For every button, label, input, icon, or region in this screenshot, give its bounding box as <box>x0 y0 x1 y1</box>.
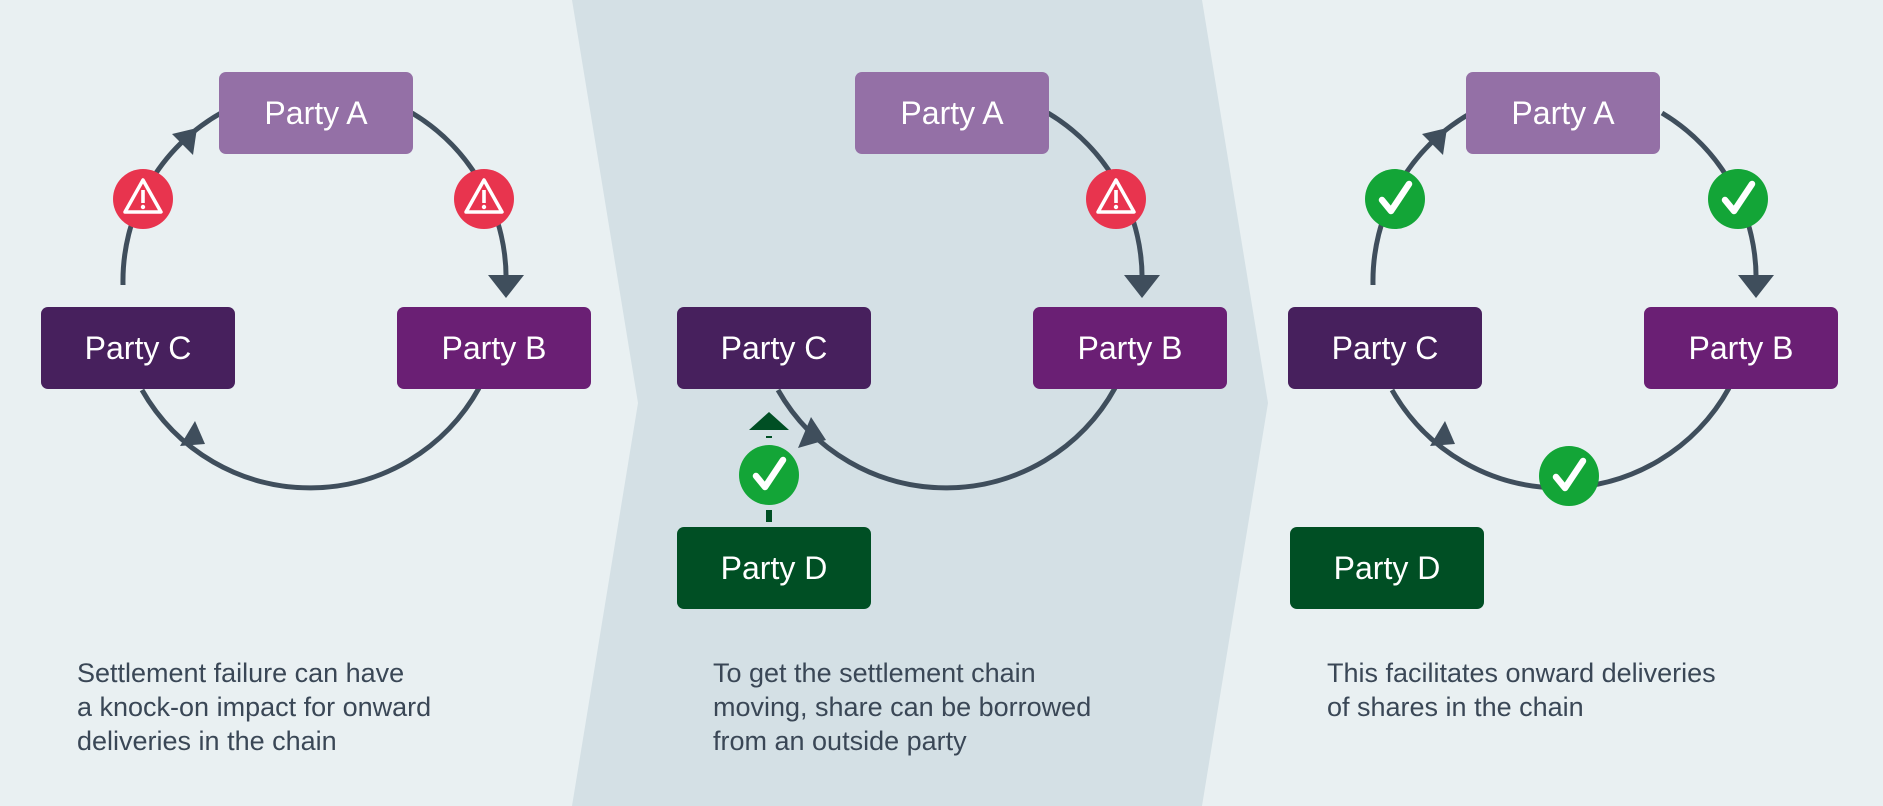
caption: Settlement failure can have a knock-on i… <box>77 656 547 758</box>
warning-badge-c-to-a <box>113 169 173 229</box>
caption: This facilitates onward deliveries of sh… <box>1327 656 1797 724</box>
caption-line: This facilitates onward deliveries <box>1327 658 1716 688</box>
caption-line: Settlement failure can have <box>77 658 405 688</box>
party-a-box: Party A <box>1466 72 1660 154</box>
arrow-b-to-c <box>775 386 1118 491</box>
arrowhead-a-to-b <box>1124 275 1160 298</box>
caption: To get the settlement chain moving, shar… <box>713 656 1183 758</box>
arrow-b-to-c <box>139 386 482 491</box>
arrowhead-c-to-a <box>172 128 197 155</box>
party-d-box: Party D <box>1290 527 1484 609</box>
party-c-box: Party C <box>41 307 235 389</box>
warning-badge-a-to-b <box>1086 169 1146 229</box>
caption-line: deliveries in the chain <box>77 726 337 756</box>
caption-line: a knock-on impact for onward <box>77 692 432 722</box>
caption-line: of shares in the chain <box>1327 692 1584 722</box>
party-c-box: Party C <box>1288 307 1482 389</box>
party-a-box: Party A <box>219 72 413 154</box>
check-badge-a-to-b <box>1708 169 1768 229</box>
panel-2-graphics <box>739 110 1160 522</box>
party-a-box: Party A <box>855 72 1049 154</box>
panel-onward-deliveries: Party A Party B Party C Party D This fac… <box>1250 0 1878 806</box>
check-badge-d-to-c <box>739 445 799 505</box>
check-badge-c-to-a <box>1365 169 1425 229</box>
caption-line: moving, share can be borrowed <box>713 692 1092 722</box>
check-badge-b-to-c <box>1539 446 1599 506</box>
panel-1-graphics <box>113 110 524 491</box>
warning-badge-a-to-b <box>454 169 514 229</box>
arrowhead-b-to-c <box>180 421 205 446</box>
caption-line: from an outside party <box>713 726 967 756</box>
party-b-box: Party B <box>397 307 591 389</box>
chain-circle-arrows <box>775 110 1145 491</box>
arrowhead-a-to-b <box>488 275 524 298</box>
party-c-box: Party C <box>677 307 871 389</box>
panel-settlement-failure: Party A Party B Party C Settlement failu… <box>0 0 628 806</box>
party-d-box: Party D <box>677 527 871 609</box>
arrowhead-b-to-c <box>798 417 826 448</box>
arrowhead-c-to-a <box>1422 128 1447 155</box>
arrowhead-a-to-b <box>1738 275 1774 298</box>
party-b-box: Party B <box>1644 307 1838 389</box>
party-b-box: Party B <box>1033 307 1227 389</box>
chain-circle-arrows <box>120 110 509 491</box>
caption-line: To get the settlement chain <box>713 658 1036 688</box>
panel-3-graphics <box>1365 110 1774 506</box>
panel-borrowing: Party A Party B Party C Party D To get t… <box>636 0 1264 806</box>
arrowhead-b-to-c <box>1430 421 1455 446</box>
chain-circle-arrows <box>1370 110 1759 491</box>
